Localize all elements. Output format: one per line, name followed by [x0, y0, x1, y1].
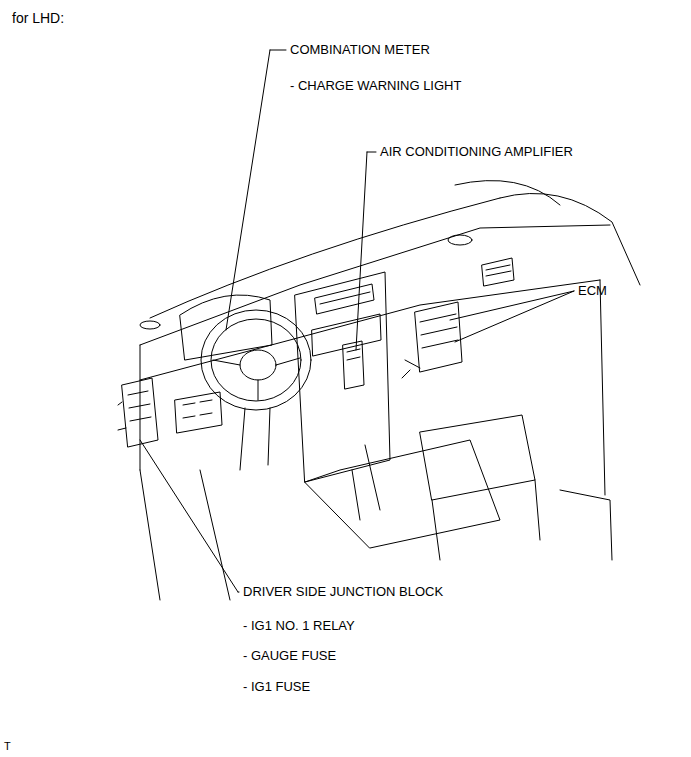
dash-top [140, 225, 610, 345]
leader-line [226, 50, 286, 330]
part-label: - IG1 FUSE [243, 679, 310, 695]
center-stack [295, 272, 390, 482]
part-label: - GAUGE FUSE [243, 648, 336, 664]
leader-line [356, 152, 376, 350]
console [305, 440, 500, 548]
side-vent [482, 258, 514, 286]
mirror-base [455, 181, 560, 206]
part-label: - CHARGE WARNING LIGHT [290, 78, 461, 94]
heading-label: for LHD: [12, 10, 64, 26]
junction-block [118, 378, 158, 447]
leader-line [140, 440, 239, 592]
part-label: AIR CONDITIONING AMPLIFIER [380, 144, 573, 160]
switch-panel [175, 392, 222, 433]
speaker [140, 321, 160, 329]
steering-column [240, 408, 270, 470]
part-label: COMBINATION METER [290, 42, 430, 58]
control-panel [312, 314, 381, 356]
steering-hub [240, 350, 276, 380]
dash-face [140, 280, 600, 380]
part-label: T [4, 738, 11, 754]
center-vent [315, 284, 374, 314]
steering-spokes [213, 358, 300, 400]
shift-lever [352, 445, 380, 520]
a-pillar [500, 193, 640, 285]
steering-wheel [201, 310, 311, 410]
part-label: DRIVER SIDE JUNCTION BLOCK [243, 584, 443, 600]
part-label: ECM [578, 283, 607, 299]
leader-line [450, 291, 574, 342]
floor-lines [140, 470, 612, 600]
part-label: - IG1 NO. 1 RELAY [243, 618, 355, 634]
ecm-unit [402, 302, 462, 378]
windshield-base [150, 198, 500, 318]
steering-wheel-inner [211, 319, 301, 401]
armrest [420, 415, 540, 560]
ac-amplifier [343, 341, 364, 389]
